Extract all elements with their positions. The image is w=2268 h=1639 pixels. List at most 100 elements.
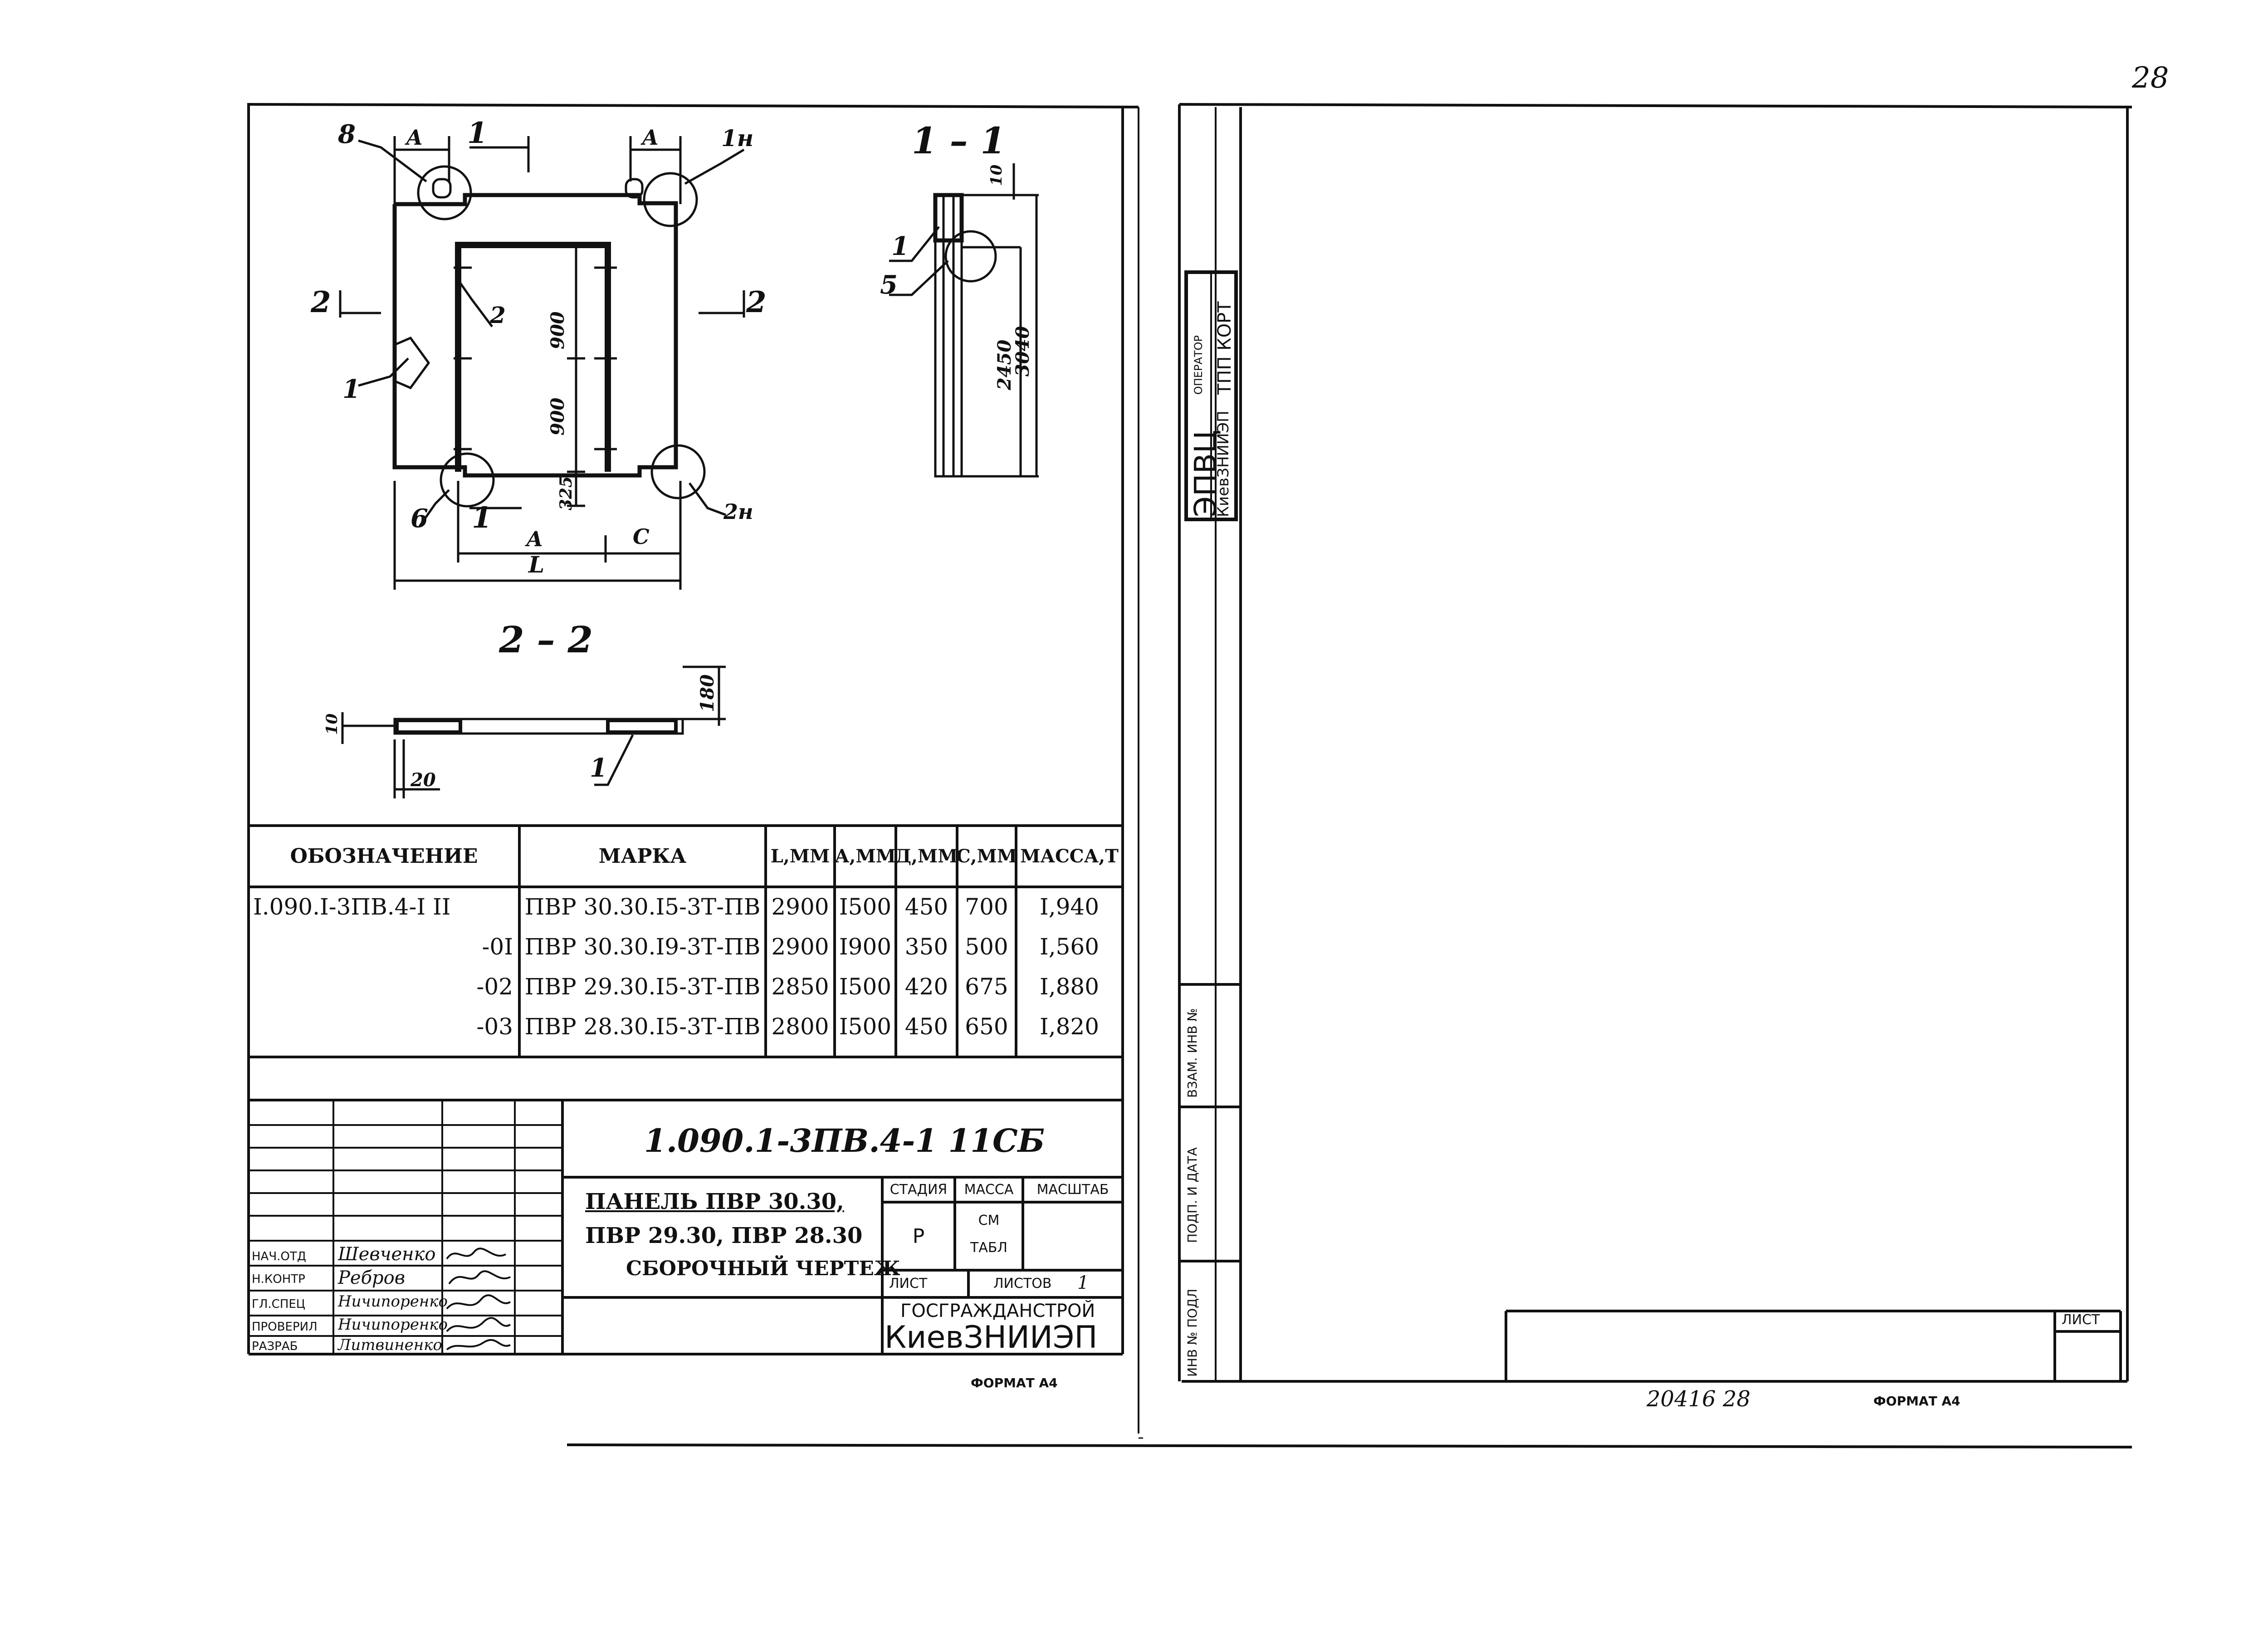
sec11-position-5: 5 [880, 270, 898, 300]
callout-6: 6 [411, 504, 428, 533]
operator-value: ТПП КОРТ [1214, 301, 1235, 395]
dim-l: L [528, 551, 545, 578]
right-sheet-label: ЛИСТ [2062, 1312, 2100, 1328]
title-line-1: ПАНЕЛЬ ПВР 30.30, [585, 1189, 844, 1214]
sec22-dim-10: 10 [323, 713, 341, 735]
spec-row-2-c: 500 [965, 934, 1008, 960]
sheets-value: 1 [1077, 1272, 1089, 1293]
archive-number: 20416 28 [1647, 1386, 1751, 1412]
dim-325: 325 [557, 476, 576, 510]
signer-name-2: Ребров [338, 1267, 405, 1288]
dim-c: С [633, 524, 650, 549]
spec-row-2-d: 350 [904, 934, 948, 960]
stamp-kievzniiep: КиевЗНИИЭП [1214, 411, 1232, 517]
sheet-label: ЛИСТ [889, 1276, 928, 1292]
position-1-label: 1 [342, 374, 360, 404]
spec-row-4-designation: -03 [476, 1013, 513, 1040]
signer-name-5: Литвиненко [338, 1336, 442, 1354]
mass-value-1: СМ [978, 1212, 1000, 1228]
spec-row-3-designation: -02 [476, 974, 513, 1000]
org-name-1: ГОСГРАЖДАНСТРОЙ [900, 1301, 1095, 1321]
spec-row-4-l: 2800 [771, 1013, 829, 1040]
scale-label: МАСШТАБ [1036, 1182, 1109, 1198]
signer-role-1: НАЧ.ОТД [252, 1250, 307, 1263]
spec-row-3-a: I500 [839, 974, 892, 1000]
panel-plan [392, 193, 678, 478]
spec-row-1-c: 700 [965, 894, 1008, 920]
title-line-2: ПВР 29.30, ПВР 28.30 [585, 1223, 863, 1248]
sec11-dim-2450: 2450 [994, 339, 1015, 390]
signature-grid [249, 1100, 562, 1354]
right-frame [1178, 103, 2132, 1383]
callout-8: 8 [338, 119, 356, 149]
format-label-right: ФОРМАТ А4 [1873, 1394, 1960, 1409]
callout-1n: 1н [721, 125, 754, 152]
sec22-position-1: 1 [590, 753, 607, 783]
signer-name-3: Ничипоренко [338, 1292, 448, 1311]
dim-a-top-right: А [642, 125, 659, 150]
spec-row-4-d: 450 [904, 1013, 948, 1040]
spec-row-1-l: 2900 [771, 894, 829, 920]
cut-1-top: 1 [467, 116, 488, 150]
signature-marks [446, 1248, 511, 1350]
bottom-rule [567, 1443, 2132, 1448]
dim-900-top: 900 [547, 311, 568, 350]
position-2-label: 2 [490, 302, 506, 328]
spec-row-2-mass: I,560 [1039, 934, 1100, 960]
spec-header-d: Д,ММ [895, 846, 958, 867]
spec-header-c: С,ММ [956, 846, 1017, 867]
strip-label-podp-data: ПОДП. И ДАТА [1185, 1147, 1200, 1243]
spec-header-a: А,ММ [834, 846, 896, 867]
spec-row-3-mass: I,880 [1039, 974, 1100, 1000]
mass-label: МАССА [964, 1182, 1014, 1198]
spec-header-l: L,ММ [770, 846, 830, 867]
spec-row-3-d: 420 [904, 974, 948, 1000]
signer-role-4: ПРОВЕРИЛ [252, 1320, 318, 1334]
spec-row-1-designation: I.090.I-3ПВ.4-I II [253, 894, 451, 920]
cut-1-bottom: 1 [472, 501, 492, 535]
sheets-label: ЛИСТОВ [993, 1276, 1052, 1292]
dim-a-top-left: А [406, 125, 423, 150]
spec-row-2-a: I900 [839, 934, 892, 960]
spec-row-4-mark: ПВР 28.30.I5-3Т-ПВ [524, 1013, 761, 1040]
spec-row-2-designation: -0I [482, 934, 513, 960]
spec-header-designation: ОБОЗНАЧЕНИЕ [290, 845, 478, 868]
left-frame-top [247, 103, 1139, 108]
signer-role-2: Н.КОНТР [252, 1272, 305, 1286]
spec-row-4-a: I500 [839, 1013, 892, 1040]
spec-row-1-d: 450 [904, 894, 948, 920]
spec-row-2-mark: ПВР 30.30.I9-3Т-ПВ [524, 934, 761, 960]
spec-row-4-c: 650 [965, 1013, 1008, 1040]
signer-name-4: Ничипоренко [338, 1316, 448, 1334]
sec11-dim-3040: 3040 [1012, 326, 1033, 377]
spec-row-3-l: 2850 [771, 974, 829, 1000]
strip-label-inv-podl: ИНВ № ПОДЛ [1185, 1288, 1200, 1377]
cut-2-right: 2 [746, 285, 767, 319]
signer-role-5: РАЗРАБ [252, 1340, 298, 1353]
sec22-dim-20: 20 [411, 769, 436, 791]
spec-row-1-mark: ПВР 30.30.I5-3Т-ПВ [524, 894, 761, 920]
spec-header-mass: МАССА,Т [1020, 846, 1119, 867]
spec-row-4-mass: I,820 [1039, 1013, 1100, 1040]
sec11-dim-10: 10 [987, 164, 1006, 186]
strip-label-vzam-inv: ВЗАМ. ИНВ № [1185, 1008, 1200, 1098]
spec-row-2-l: 2900 [771, 934, 829, 960]
signer-name-1: Шевченко [338, 1244, 436, 1265]
document-code: 1.090.1-3ПВ.4-1 11СБ [644, 1122, 1045, 1160]
mass-value-2: ТАБЛ [970, 1239, 1007, 1256]
sec22-dim-180: 180 [697, 674, 718, 713]
section-1-1-title: 1 – 1 [912, 119, 1006, 162]
format-label-left: ФОРМАТ А4 [971, 1375, 1058, 1390]
section-2-2-title: 2 – 2 [499, 618, 593, 661]
title-line-3: СБОРОЧНЫЙ ЧЕРТЕЖ [626, 1257, 900, 1280]
section-1-1 [889, 163, 1039, 478]
spec-row-3-mark: ПВР 29.30.I5-3Т-ПВ [524, 974, 761, 1000]
section-2-2 [341, 665, 726, 798]
page-number: 28 [2132, 61, 2169, 95]
dim-a-bottom: А [526, 527, 543, 551]
org-name-2: КиевЗНИИЭП [885, 1320, 1098, 1355]
door-opening [455, 242, 611, 472]
signer-role-3: ГЛ.СПЕЦ [252, 1297, 305, 1311]
